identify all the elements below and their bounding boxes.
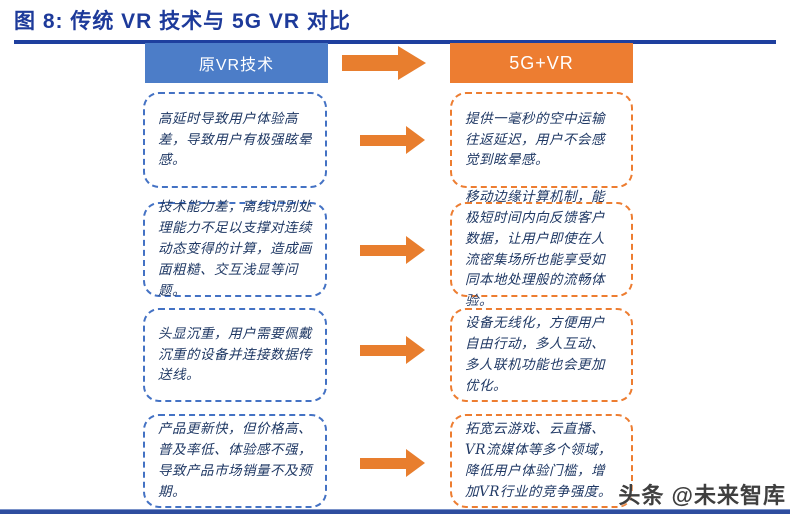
note-text: 技术能力差，离线识别处理能力不足以支撑对连续动态变得的计算，造成画面粗糙、交互浅… (158, 199, 312, 299)
5g-vr-note-latency: 提供一毫秒的空中运输往返延迟，用户不会感觉到眩晕感。 (450, 92, 633, 188)
note-text: 头显沉重，用户需要佩戴沉重的设备并连接数据传送线。 (158, 325, 312, 384)
header-5g-vr: 5G+VR (450, 43, 633, 83)
5g-vr-note-applications: 拓宽云游戏、云直播、VR流媒体等多个领域，降低用户体验门槛，增加VR行业的竞争强… (450, 414, 633, 508)
old-vr-note-compute: 技术能力差，离线识别处理能力不足以支撑对连续动态变得的计算，造成画面粗糙、交互浅… (143, 199, 327, 299)
old-vr-note-headset: 头显沉重，用户需要佩戴沉重的设备并连接数据传送线。 (143, 308, 327, 402)
5g-vr-note-edge-computing: 移动边缘计算机制，能极短时间内向反馈客户数据，让用户即使在人流密集场所也能享受如… (450, 189, 633, 309)
note-text: 设备无线化，方便用户自由行动，多人互动、多人联机功能也会更加优化。 (465, 315, 605, 394)
note-text: 拓宽云游戏、云直播、VR流媒体等多个领域，降低用户体验门槛，增加VR行业的竞争强… (465, 421, 612, 500)
arrow-right-icon (360, 336, 425, 364)
header-old-vr: 原VR技术 (145, 43, 328, 83)
note-text: 移动边缘计算机制，能极短时间内向反馈客户数据，让用户即使在人流密集场所也能享受如… (465, 188, 605, 310)
note-text: 高延时导致用户体验高差，导致用户有极强眩晕感。 (158, 110, 312, 169)
arrow-right-icon (342, 46, 426, 80)
figure-title: 图 8: 传统 VR 技术与 5G VR 对比 (14, 10, 351, 33)
arrow-right-icon (360, 449, 425, 477)
watermark: 头条 @未来智库 (618, 483, 786, 508)
title-divider-line (14, 40, 776, 44)
note-text: 提供一毫秒的空中运输往返延迟，用户不会感觉到眩晕感。 (465, 110, 605, 169)
old-vr-note-market: 产品更新快，但价格高、普及率低、体验感不强，导致产品市场销量不及预期。 (143, 414, 327, 508)
arrow-right-icon (360, 236, 425, 264)
5g-vr-note-wireless: 设备无线化，方便用户自由行动，多人互动、多人联机功能也会更加优化。 (450, 308, 633, 402)
old-vr-note-latency: 高延时导致用户体验高差，导致用户有极强眩晕感。 (143, 92, 327, 188)
bottom-divider-bar (0, 509, 790, 514)
note-text: 产品更新快，但价格高、普及率低、体验感不强，导致产品市场销量不及预期。 (158, 421, 312, 500)
arrow-right-icon (360, 126, 425, 154)
